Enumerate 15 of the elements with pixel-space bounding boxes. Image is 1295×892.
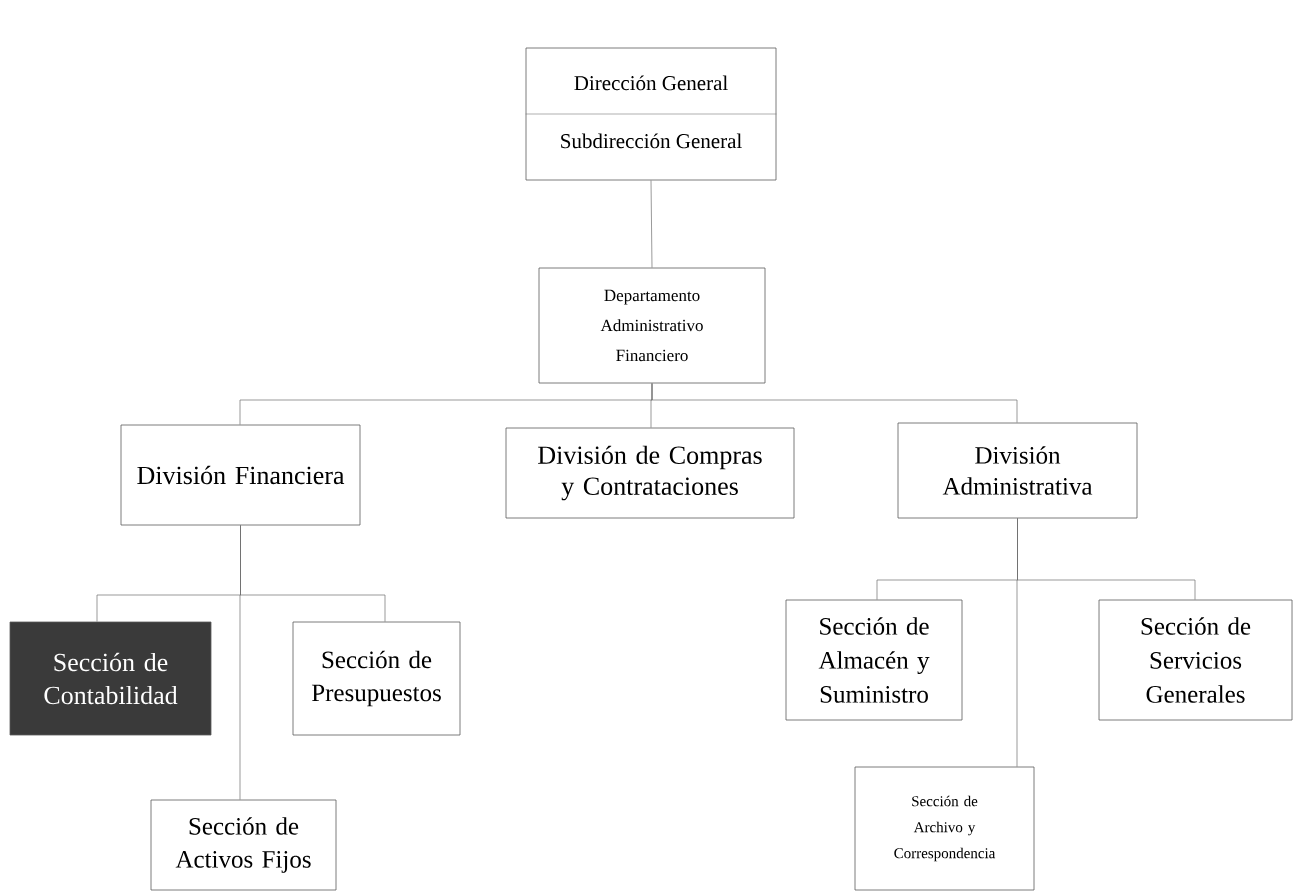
connector-line [651,383,1018,423]
highlighted-box: Sección de Contabilidad [9,621,212,736]
org-box: División Financiera [120,424,361,526]
org-box: Sección de Servicios Generales [1098,599,1293,721]
connector-line [650,180,653,268]
org-box: Dirección General Subdirección General [525,47,777,181]
org-box: Sección de Archivo y Correspondencia [854,766,1035,891]
connector-line [1016,518,1018,767]
org-box: Sección de Almacén y Suministro [785,599,963,721]
org-box: División de Compras y Contrataciones [505,427,795,519]
org-box: División Administrativa [897,422,1138,519]
connector-line [239,525,241,800]
org-box: Sección de Activos Fijos [150,799,337,891]
org-box: Sección de Presupuestos [292,621,461,736]
org-box: Departamento Administrativo Financiero [538,267,766,384]
